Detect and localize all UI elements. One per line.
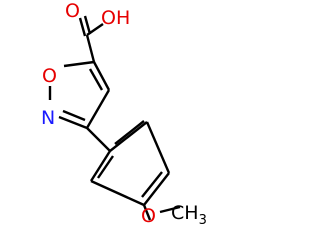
carbonyl-bond-2 [83,15,92,35]
phenyl-bond-5-inner [97,155,114,179]
methyl-subscript: 3 [199,213,207,228]
phenyl-bond-1-inner [114,120,145,145]
ring-bond-c3-c4 [85,89,111,129]
phenyl-bond-5 [89,150,112,182]
methyl-label: CH3 [171,202,207,228]
phenyl-bond-3 [143,172,170,206]
methyl-ch: CH [171,202,199,224]
phenyl-bond-2 [145,121,171,174]
acid-ring-bond [85,34,96,63]
phenyl-o-bond [142,204,152,221]
acid-oh-label: OH [101,7,130,29]
ring-bond-c5-o [63,60,95,68]
phenyl-ring [89,120,171,207]
ring-bond-n-c3-inner [62,109,86,122]
methoxy-group [142,204,181,221]
o-methyl-bond [159,205,181,214]
molecule-structure: O OH O N O CH3 [41,0,207,228]
ring-oxygen-label: O [42,65,57,87]
carboxylic-acid-group [78,15,104,63]
ring-bond-n-c3 [58,115,88,130]
acid-oh-bond [86,23,104,36]
phenyl-bond-3-inner [141,171,163,198]
ring-bond-c4-c5-inner [88,68,104,91]
ring-phenyl-bond [86,127,111,152]
phenyl-bond-4 [90,179,145,207]
isoxazole-ring [48,60,111,130]
ring-bond-c4-c5 [92,61,111,91]
carbonyl-bond-1 [78,17,87,37]
ring-nitrogen-label: N [41,107,55,129]
acid-carbonyl-o-label: O [65,0,80,22]
methoxy-oxygen-label: O [141,205,156,227]
phenyl-bond-1 [109,121,148,152]
